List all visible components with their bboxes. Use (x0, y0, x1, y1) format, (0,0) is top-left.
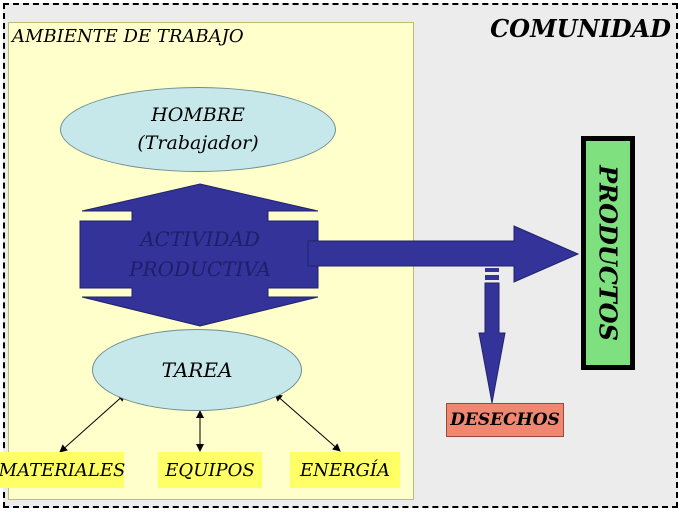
community-title: COMUNIDAD (490, 14, 671, 43)
energy-box: ENERGÍA (290, 452, 400, 488)
waste-flow-stub-1 (485, 268, 499, 272)
materials-box: MATERIALES (0, 452, 126, 488)
productive-activity-block-arrow (79, 183, 319, 327)
task-label: TAREA (161, 358, 233, 382)
equipment-box: EQUIPOS (158, 452, 262, 488)
worker-ellipse: HOMBRE (Trabajador) (60, 87, 336, 172)
productive-activity-line1: ACTIVIDAD (140, 227, 260, 251)
waste-flow-stub-2 (485, 275, 499, 280)
products-label: PRODUCTOS (593, 165, 623, 341)
task-materials-connector (59, 393, 126, 453)
task-energy-connector (274, 393, 341, 452)
task-ellipse: TAREA (92, 329, 302, 411)
waste-label: DESECHOS (450, 410, 560, 430)
products-flow-arrow (307, 225, 580, 283)
energy-label: ENERGÍA (299, 459, 391, 481)
productive-activity-label: ACTIVIDAD PRODUCTIVA (82, 224, 318, 284)
waste-box: DESECHOS (446, 403, 564, 437)
work-environment-title: AMBIENTE DE TRABAJO (12, 26, 244, 47)
products-box: PRODUCTOS (581, 136, 635, 370)
productive-activity-line2: PRODUCTIVA (129, 257, 271, 281)
materials-label: MATERIALES (0, 459, 126, 481)
worker-sublabel: (Trabajador) (137, 131, 259, 154)
waste-flow-arrow (478, 282, 506, 404)
equipment-label: EQUIPOS (165, 459, 255, 481)
worker-label: HOMBRE (151, 103, 245, 126)
